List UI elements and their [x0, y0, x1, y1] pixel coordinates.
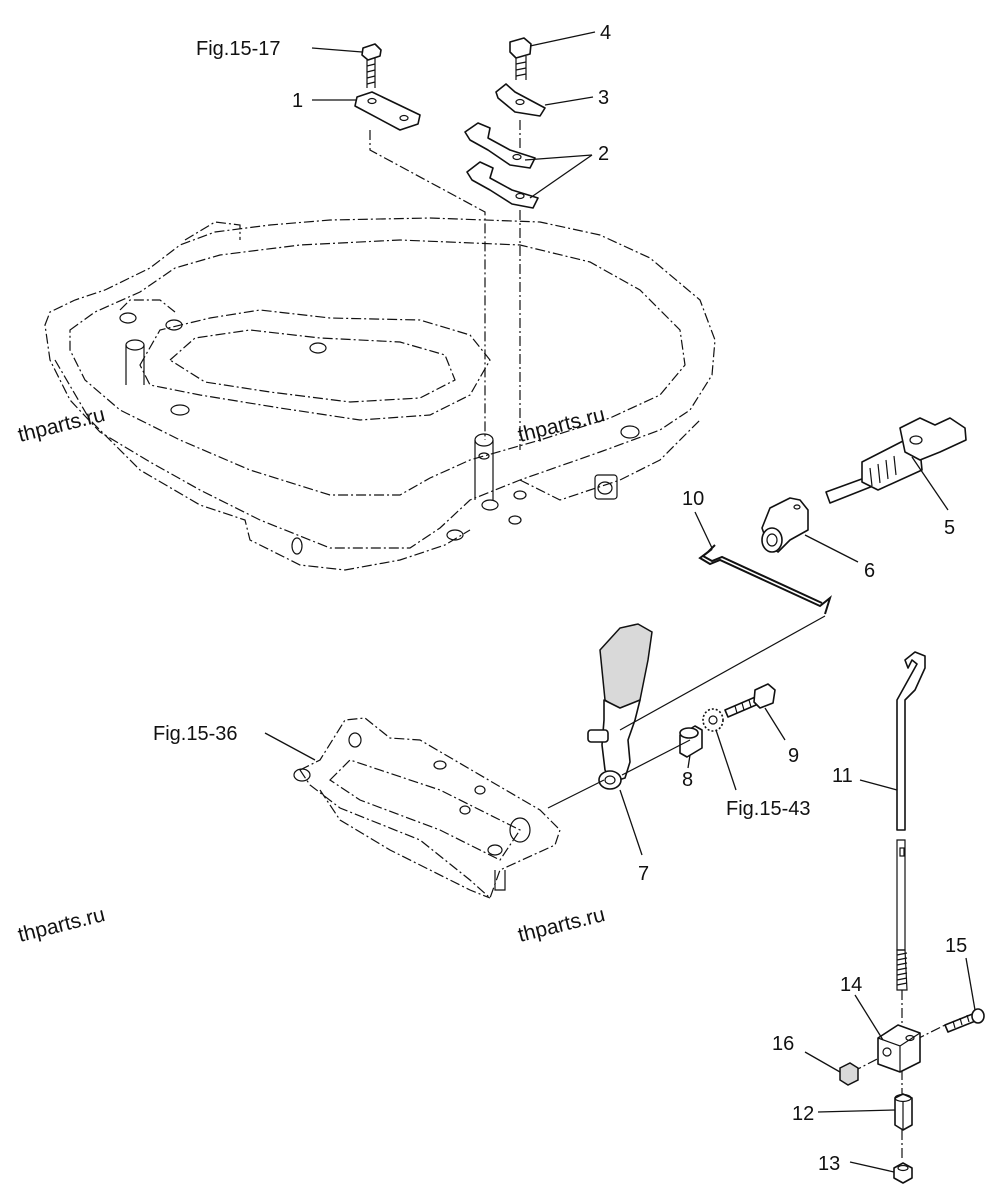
part-1-plate [354, 91, 421, 131]
part-13-nut [893, 1162, 913, 1184]
assembly-lines-bottom [851, 990, 946, 1160]
washer-fig-15-43 [702, 708, 724, 732]
assembly-lines-top [369, 120, 521, 450]
callout-9: 9 [788, 745, 799, 767]
ref-fig-15-36: Fig.15-36 [153, 723, 238, 745]
callout-4: 4 [600, 22, 611, 44]
callout-7: 7 [638, 863, 649, 885]
watermark-text: thparts.ru [516, 903, 608, 947]
ref-fig-15-43: Fig.15-43 [726, 798, 811, 820]
assembly-lines-middle [547, 615, 826, 809]
watermarks: thparts.ru thparts.ru thparts.ru thparts… [16, 403, 608, 947]
callout-10: 10 [682, 488, 704, 510]
callout-13: 13 [818, 1153, 840, 1175]
callout-16: 16 [772, 1033, 794, 1055]
part-3-clip [495, 83, 546, 117]
figure-references: Fig.15-17 Fig.15-36 Fig.15-43 [153, 38, 811, 820]
part-6-grommet [761, 497, 809, 553]
part-5-shift-rod [825, 417, 967, 504]
part-4-bolt [509, 37, 532, 80]
callout-12: 12 [792, 1103, 814, 1125]
part-9-bolt [724, 683, 776, 718]
part-14-joint-block [877, 1024, 921, 1073]
part-8-collar [679, 725, 703, 758]
watermark-text: thparts.ru [516, 403, 608, 447]
watermark-text: thparts.ru [16, 903, 108, 947]
callout-5: 5 [944, 517, 955, 539]
leader-lines [264, 31, 976, 1173]
callout-11: 11 [832, 765, 853, 787]
part-7-shift-lever [587, 623, 653, 790]
callout-8: 8 [682, 769, 693, 791]
part-2-clip-upper [464, 122, 536, 169]
callout-2: 2 [598, 143, 609, 165]
callout-labels: 1 2 3 4 5 6 7 8 9 10 11 12 13 14 15 16 [292, 22, 967, 1175]
part-16-nut [839, 1062, 859, 1086]
callout-6: 6 [864, 560, 875, 582]
callout-3: 3 [598, 87, 609, 109]
part-11-shift-rod [896, 651, 926, 991]
part-2-clip-lower [466, 161, 539, 209]
callout-1: 1 [292, 90, 303, 112]
part-15-screw [944, 1008, 985, 1033]
part-10-link-rod [698, 544, 832, 615]
part-12-sleeve [894, 1093, 913, 1131]
ref-fig-15-17: Fig.15-17 [196, 38, 281, 60]
callout-14: 14 [840, 974, 862, 996]
bolt-fig-15-17 [361, 43, 382, 88]
bottom-cowling [44, 217, 716, 571]
callout-15: 15 [945, 935, 967, 957]
shift-bracket [293, 717, 561, 900]
watermark-text: thparts.ru [16, 403, 108, 447]
